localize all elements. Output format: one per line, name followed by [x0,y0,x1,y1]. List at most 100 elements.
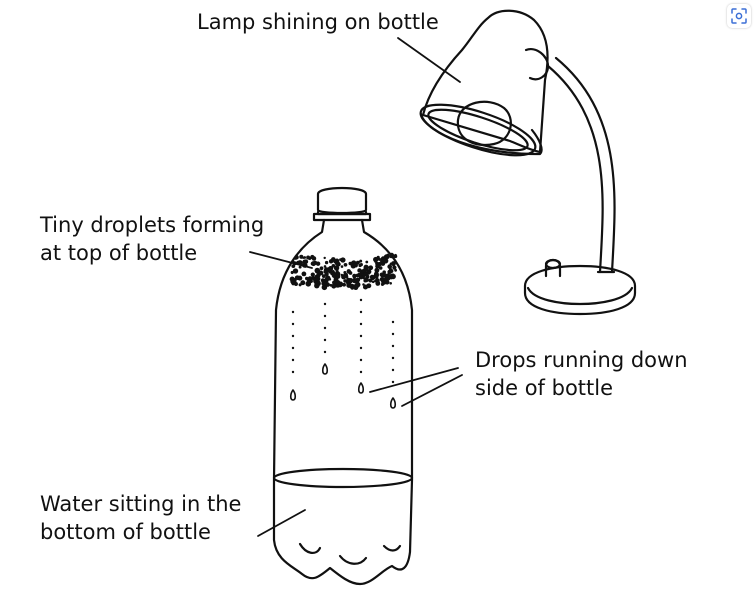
trail-dot [323,302,327,306]
droplet [335,274,341,279]
droplet [331,283,337,289]
droplet [331,272,337,279]
trail-dot [323,338,327,342]
lamp-arm [554,56,616,274]
droplet [319,266,324,271]
label-lamp: Lamp shining on bottle [197,10,439,34]
droplet [324,260,329,265]
bottle-body [272,218,414,586]
trail-dot [291,370,295,374]
lamp-shade [421,9,549,154]
trail-dot [291,310,295,314]
label-drops: Drops running down side of bottle [475,346,688,402]
bottle-cap [316,186,368,215]
droplet [384,254,390,260]
droplet [346,282,352,288]
label-water: Water sitting in the bottom of bottle [40,490,241,546]
leader-line-water [257,509,306,537]
droplet [374,260,377,263]
droplet [305,281,312,287]
droplet [291,264,296,268]
droplet [380,282,385,286]
trail-dot [391,356,395,360]
droplet [339,258,342,261]
droplet [290,280,296,285]
droplet [391,261,396,266]
droplet [364,277,369,283]
label-droplets: Tiny droplets forming at top of bottle [40,211,264,267]
droplet [354,278,358,282]
droplet [298,265,302,269]
running-drop [321,363,329,375]
droplet [378,266,383,270]
running-drop [289,389,297,401]
trail-dot [359,334,363,338]
droplet [318,270,324,276]
droplet [392,265,397,270]
droplet [294,255,299,260]
droplet [365,260,369,264]
droplet [292,268,299,274]
droplet [323,269,327,274]
bottle-foot [382,544,402,552]
droplet [333,265,340,271]
lamp-bulb [456,100,512,147]
trail-dot [291,346,295,350]
droplet [323,256,326,260]
droplet [301,271,307,277]
trail-dot [291,322,295,326]
trail-dot [391,368,395,372]
leader-line-drops [369,367,459,393]
droplet [362,268,367,273]
trail-dot [359,322,363,326]
droplet [342,274,347,279]
visual-search-button[interactable] [727,4,751,28]
droplet [382,273,387,278]
label-drops-line2: side of bottle [475,376,614,400]
droplet [315,261,321,266]
droplet [385,275,391,281]
trail-dot [359,346,363,350]
droplet [358,263,362,268]
droplet [335,280,341,285]
running-drop [357,382,365,394]
bottle-neck-ring [312,212,372,222]
droplet [349,277,353,282]
droplet [362,284,369,290]
droplet [375,280,381,286]
trail-dot [391,332,395,336]
droplet [349,262,353,266]
droplet [331,263,336,268]
droplet [355,273,360,278]
trail-dot [323,326,327,330]
droplet [340,273,344,277]
trail-dot [391,380,395,384]
droplet [328,259,334,264]
droplet [350,286,354,290]
trail-dot [323,350,327,354]
droplet [300,280,306,286]
desk-lamp [419,9,637,316]
droplet [374,267,380,273]
droplet [368,265,374,271]
droplet [377,257,381,261]
label-water-line1: Water sitting in the [40,492,242,516]
drop-trails [289,298,397,409]
label-water-line2: bottom of bottle [40,520,211,544]
trail-dot [359,370,363,374]
droplet [374,274,379,279]
droplet [340,265,344,268]
droplet [389,282,392,285]
droplet [303,256,307,259]
bottle-foot [298,542,322,554]
droplet [328,266,333,270]
droplet [297,275,303,281]
water-surface [272,467,414,489]
droplet [352,273,357,279]
droplet [368,278,373,283]
droplet-cluster [289,252,398,291]
droplet [353,263,358,268]
droplet [382,270,386,274]
droplet [328,269,333,274]
